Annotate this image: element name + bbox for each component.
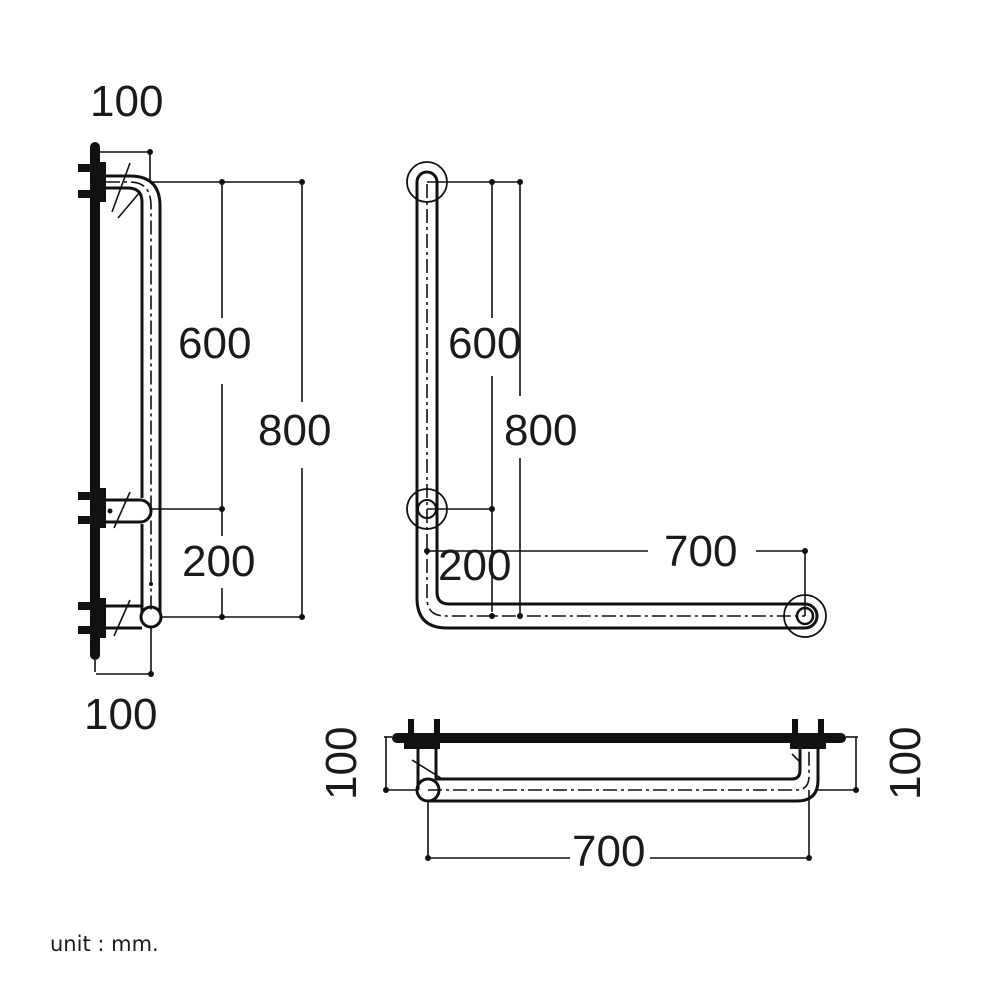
top-length-label: 700 [572,827,645,876]
side-lower-segment-label: 200 [182,537,255,586]
top-right-projection-label: 100 [881,727,930,800]
side-view: 100 600 800 200 100 [78,77,331,739]
side-top-offset-label: 100 [90,77,163,126]
top-view: 100 100 700 [317,719,930,876]
side-bottom-offset-label: 100 [84,690,157,739]
front-upper-segment-label: 600 [448,319,521,368]
top-left-projection-label: 100 [317,727,366,800]
front-horizontal-length-label: 700 [664,527,737,576]
unit-note: unit : mm. [50,932,159,956]
front-lower-segment-label: 200 [438,541,511,590]
front-overall-height-label: 800 [504,406,577,455]
front-view: 600 800 200 700 [406,161,827,638]
side-upper-segment-label: 600 [178,319,251,368]
side-overall-height-label: 800 [258,406,331,455]
